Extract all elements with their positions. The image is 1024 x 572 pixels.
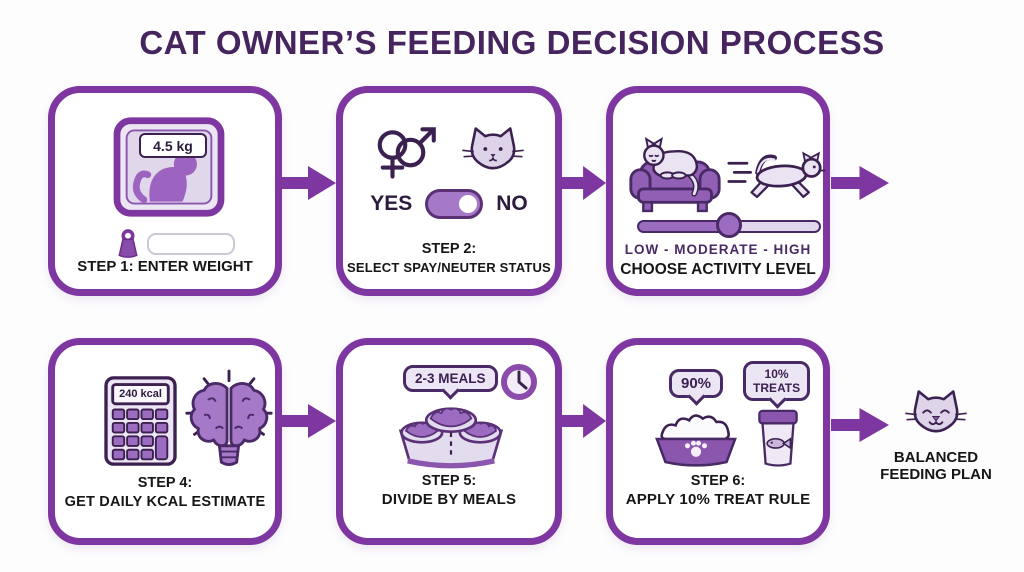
spay-neuter-toggle[interactable] [425, 189, 484, 219]
step-1-label: STEP 1: ENTER WEIGHT [77, 258, 253, 275]
kettlebell-icon [118, 229, 138, 258]
step-6-card: 90% 10% TREATS STEP 6: APPLY 10 [606, 338, 830, 545]
clock-icon [501, 364, 537, 400]
step-1-card: 4.5 kg STEP 1: ENTER WEIGHT [48, 86, 282, 296]
triple-bowl-icon [398, 407, 504, 469]
happy-cat-icon [905, 390, 967, 433]
weight-input[interactable] [147, 233, 235, 255]
food-bowl-paw-icon [655, 414, 737, 467]
flow-arrow [831, 166, 889, 200]
step-3-label: CHOOSE ACTIVITY LEVEL [620, 261, 816, 278]
running-cat-icon [727, 151, 826, 199]
main-food-bubble: 90% [669, 369, 724, 398]
flow-arrow [281, 404, 336, 438]
fish-icon [766, 437, 792, 450]
meals-bubble: 2-3 MEALS [403, 365, 498, 392]
scale-reading: 4.5 kg [139, 133, 207, 158]
couch-cat-icon [629, 136, 721, 213]
treat-container-icon [758, 409, 798, 467]
spay-neuter-choice: YES NO [343, 189, 555, 219]
calc-display: 240 kcal [119, 387, 162, 400]
scale-icon [113, 117, 225, 217]
step-4-label: STEP 4: GET DAILY KCAL ESTIMATE [64, 475, 266, 510]
flow-arrow [561, 404, 606, 438]
step-3-card: LOW - MODERATE - HIGH CHOOSE ACTIVITY LE… [606, 86, 830, 296]
step-6-label: STEP 6: APPLY 10% TREAT RULE [625, 473, 811, 508]
brain-idea-icon [185, 369, 273, 466]
step-2-card: YES NO STEP 2: SELECT SPAY/NEUTER STATUS [336, 86, 562, 296]
flow-arrow [831, 408, 889, 442]
step-4-card: 240 kcal STEP 4: GET DAILY KCAL ESTIMATE [48, 338, 282, 545]
activity-levels-label: LOW - MODERATE - HIGH [624, 242, 812, 257]
cat-face-icon [462, 127, 524, 170]
step-5-label: STEP 5: DIVIDE BY MEALS [381, 473, 517, 508]
flow-arrow [281, 166, 336, 200]
flow-arrow [561, 166, 606, 200]
step-2-label: STEP 2: SELECT SPAY/NEUTER STATUS [347, 241, 551, 275]
calculator-icon [104, 376, 177, 466]
treats-bubble: 10% TREATS [743, 361, 811, 401]
step-5-card: 2-3 MEALS STEP 5: DIVIDE BY MEALS [336, 338, 562, 545]
slider-knob[interactable] [716, 212, 742, 238]
gender-symbols-icon [377, 127, 436, 179]
activity-slider[interactable] [637, 212, 821, 238]
toggle-knob[interactable] [459, 195, 478, 213]
result-label: BALANCED FEEDING PLAN [880, 449, 992, 483]
toggle-yes-label: YES [370, 192, 413, 215]
page-title: CAT OWNER’S FEEDING DECISION PROCESS [139, 24, 885, 61]
toggle-no-label: NO [496, 192, 528, 215]
